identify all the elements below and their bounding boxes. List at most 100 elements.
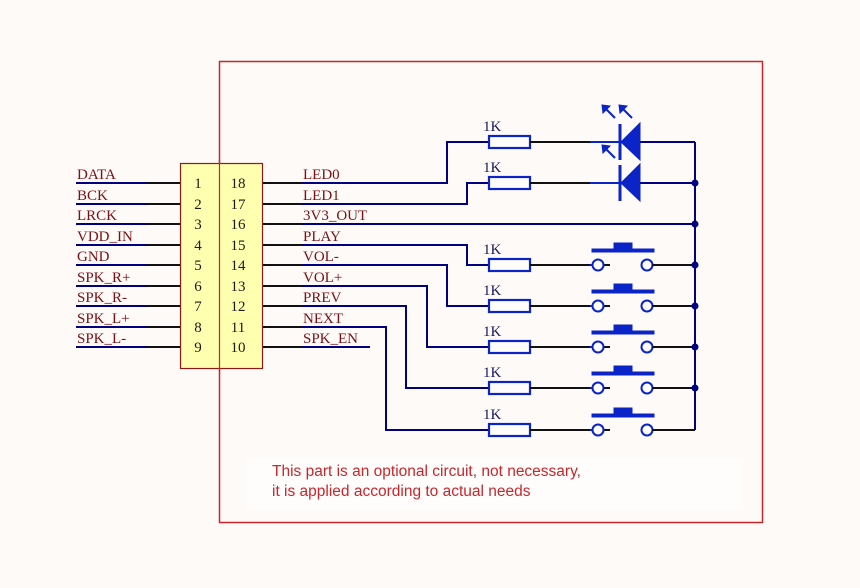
net-label-right: PLAY	[303, 229, 341, 245]
net-label-left: VDD_IN	[77, 229, 133, 245]
junction-dot	[691, 261, 699, 269]
resistor-value: 1K	[483, 407, 502, 423]
resistor: 1K	[483, 365, 610, 396]
button-contact	[640, 258, 654, 272]
resistor: 1K	[483, 283, 610, 314]
pin-number: 15	[231, 238, 246, 254]
net-wire	[302, 244, 489, 266]
pin-number: 3	[194, 217, 202, 233]
net-label-left: GND	[77, 249, 110, 265]
net-wire	[302, 285, 489, 348]
pin-number: 13	[231, 279, 246, 295]
net-wire	[302, 326, 489, 431]
wires	[76, 141, 695, 431]
junctions	[691, 179, 699, 392]
junction-dot	[691, 220, 699, 228]
resistor-body	[487, 339, 532, 355]
pin-number: 12	[231, 299, 246, 315]
resistor: 1K	[483, 242, 610, 273]
led-icon	[590, 104, 695, 162]
resistor-body	[487, 380, 532, 396]
resistor: 1K	[483, 324, 610, 355]
pin-number: 8	[194, 320, 202, 336]
button-contact	[640, 340, 654, 354]
resistor-value: 1K	[483, 324, 502, 340]
pin-number: 17	[231, 197, 247, 213]
pin-number: 14	[231, 258, 247, 274]
net-label-right: VOL+	[303, 270, 342, 286]
button-contact	[591, 340, 605, 354]
pin-number: 4	[194, 238, 202, 254]
resistor-value: 1K	[483, 283, 502, 299]
net-label-right: LED0	[303, 167, 340, 183]
pin-number: 18	[231, 176, 246, 192]
pin-number: 6	[194, 279, 202, 295]
button-contact	[591, 423, 605, 437]
net-label-right: PREV	[303, 290, 342, 306]
led-icon	[590, 144, 695, 203]
resistor-value: 1K	[483, 365, 502, 381]
push-button-icon	[590, 407, 695, 437]
junction-dot	[691, 384, 699, 392]
led-triangle	[620, 121, 641, 162]
pin-number: 5	[194, 258, 202, 274]
note-background	[246, 458, 743, 510]
net-label-left: SPK_R-	[77, 290, 127, 306]
resistor: 1K	[483, 119, 610, 150]
net-label-left: BCK	[77, 188, 108, 204]
net-label-left: DATA	[77, 167, 116, 183]
pin-number: 16	[231, 217, 247, 233]
button-cap	[613, 407, 633, 416]
push-button-icon	[590, 242, 695, 272]
right-net-labels: LED0LED13V3_OUTPLAYVOL-VOL+PREVNEXTSPK_E…	[303, 167, 367, 347]
resistor-value: 1K	[483, 119, 502, 135]
pin-number: 1	[194, 176, 202, 192]
note-line-1: This part is an optional circuit, not ne…	[272, 463, 581, 480]
button-cap	[613, 242, 633, 251]
junction-dot	[691, 302, 699, 310]
button-cap	[613, 365, 633, 374]
button-contact	[640, 299, 654, 313]
resistor-body	[487, 257, 532, 273]
pin-number: 7	[194, 299, 202, 315]
resistor: 1K	[483, 160, 610, 191]
light-arrowhead	[601, 104, 612, 115]
resistor-body	[487, 422, 532, 438]
resistor-body	[487, 134, 532, 150]
button-contact	[591, 381, 605, 395]
net-label-left: LRCK	[77, 208, 117, 224]
net-label-right: LED1	[303, 188, 340, 204]
net-wire	[302, 141, 489, 184]
components: 1K 1K 1K 1K 1K 1K 1K	[483, 104, 695, 438]
resistor-body	[487, 175, 532, 191]
led-triangle	[620, 162, 641, 203]
resistor-body	[487, 298, 532, 314]
pin-number: 10	[231, 340, 246, 356]
net-label-left: SPK_L-	[77, 331, 126, 347]
net-wire	[302, 182, 489, 205]
net-label-left: SPK_L+	[77, 311, 130, 327]
connector-body	[179, 162, 264, 370]
button-cap	[613, 283, 633, 292]
net-label-right: VOL-	[303, 249, 339, 265]
pin-number: 9	[194, 340, 202, 356]
net-wire	[302, 264, 489, 307]
button-contact	[640, 423, 654, 437]
net-wire	[302, 305, 489, 389]
push-button-icon	[590, 283, 695, 313]
resistor-value: 1K	[483, 160, 502, 176]
note-line-2: it is applied according to actual needs	[272, 483, 531, 500]
net-label-right: SPK_EN	[303, 331, 358, 347]
light-arrowhead	[618, 104, 629, 115]
light-arrowhead	[601, 144, 612, 155]
junction-dot	[691, 343, 699, 351]
junction-dot	[691, 179, 699, 187]
push-button-icon	[590, 365, 695, 395]
net-label-right: NEXT	[303, 311, 343, 327]
button-contact	[591, 299, 605, 313]
resistor: 1K	[483, 407, 610, 438]
button-cap	[613, 324, 633, 333]
